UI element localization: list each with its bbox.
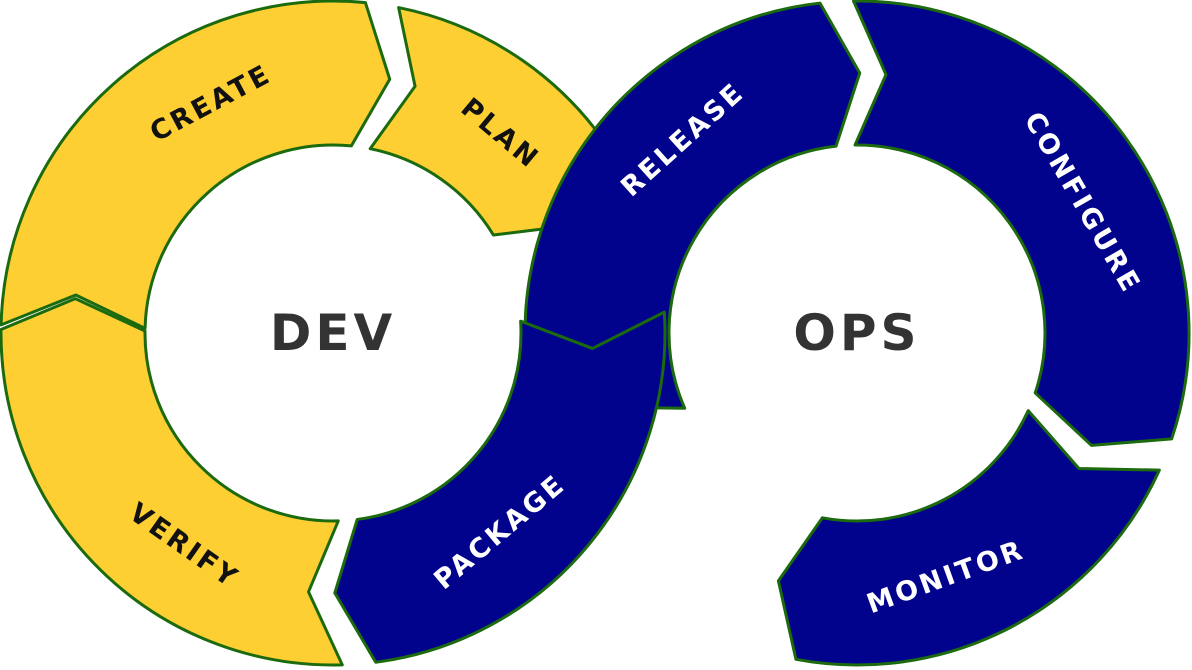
dev-segment-create: [0, 0, 392, 330]
dev-segment-package: [333, 310, 667, 664]
ops-segment-monitor: [776, 409, 1161, 667]
dev-center-label: DEV: [270, 304, 396, 362]
dev-segment-verify: [0, 297, 344, 667]
ops-center-label: OPS: [793, 304, 920, 362]
ops-segment-configure: [852, 0, 1191, 447]
